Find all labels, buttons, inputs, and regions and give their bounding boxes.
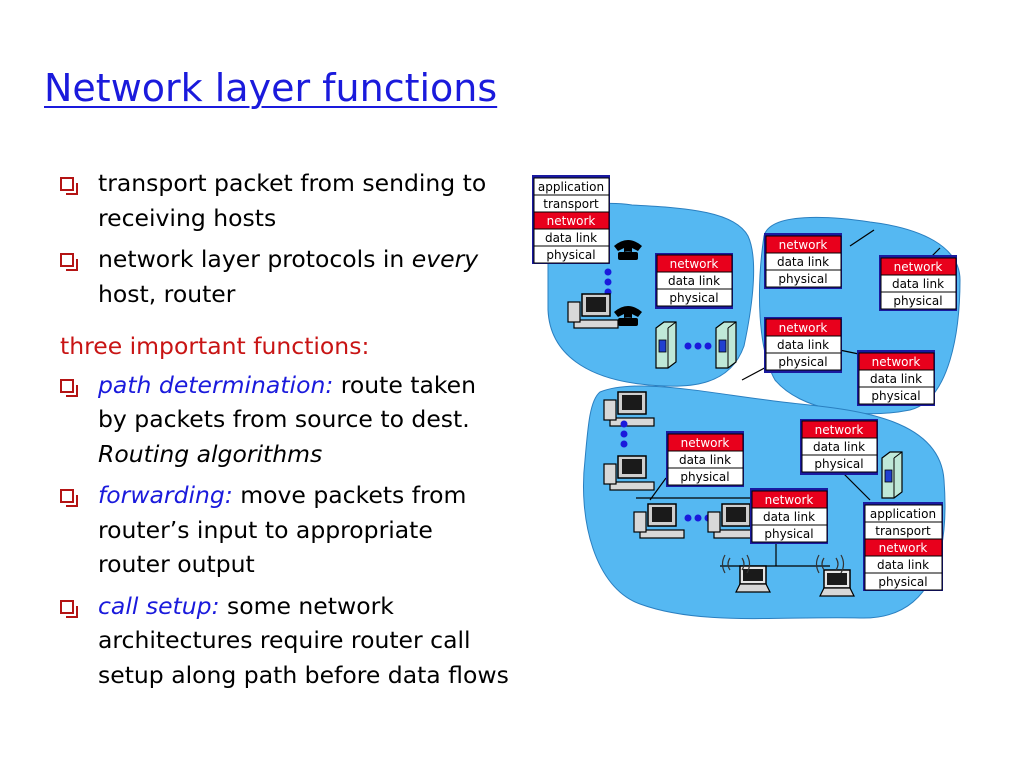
protocol-stack-host-destination: application transport network data link … xyxy=(863,502,943,591)
layer-label-physical: physical xyxy=(546,248,595,262)
layer-label-datalink: data link xyxy=(763,510,815,524)
protocol-stack-router-3: network data link physical xyxy=(879,255,957,311)
function-text: some network architectures require route… xyxy=(98,591,509,689)
function-text: move packets from router’s input to appr… xyxy=(98,481,467,578)
function-term: forwarding: xyxy=(98,481,233,509)
bullet-emphasis: every xyxy=(411,245,479,273)
function-item-call-setup: call setup: some network architectures r… xyxy=(60,589,510,693)
page-title: Network layer functions xyxy=(44,66,498,110)
subheading: three important functions: xyxy=(60,332,370,360)
layer-label-datalink: data link xyxy=(813,440,865,454)
checkbox-bullet-icon xyxy=(60,177,78,195)
checkbox-bullet-icon xyxy=(60,599,78,618)
protocol-stack-router-8: network data link physical xyxy=(750,488,828,544)
protocol-stack-host-source: application transport network data link … xyxy=(532,175,610,264)
layer-label-datalink: data link xyxy=(777,338,829,352)
bullet-text: transport packet from sending to receivi… xyxy=(98,169,487,232)
bullet-item-protocols: network layer protocols in every host, r… xyxy=(60,242,510,311)
layer-label-datalink: data link xyxy=(892,277,944,291)
function-text: route taken by packets from source to de… xyxy=(98,370,477,434)
checkbox-bullet-icon xyxy=(60,378,78,397)
laptop-icon xyxy=(819,569,855,597)
layer-label-datalink: data link xyxy=(679,453,731,467)
server-tower-icon xyxy=(881,451,903,499)
layer-label-datalink: data link xyxy=(668,274,720,288)
layer-label-physical: physical xyxy=(778,272,827,286)
ellipsis-dots-icon xyxy=(620,420,628,448)
layer-label-network: network xyxy=(894,260,943,274)
checkbox-bullet-icon xyxy=(60,489,78,507)
layer-label-physical: physical xyxy=(778,355,827,369)
server-tower-icon xyxy=(715,321,737,369)
protocol-stack-router-4: network data link physical xyxy=(764,317,842,373)
layer-label-network: network xyxy=(879,541,928,555)
layer-label-network: network xyxy=(872,355,921,369)
function-item-forwarding: forwarding: move packets from router’s i… xyxy=(60,478,510,582)
ellipsis-dots-icon xyxy=(604,268,612,296)
protocol-stack-router-1: network data link physical xyxy=(655,253,733,309)
layer-label-network: network xyxy=(765,493,814,507)
layer-label-physical: physical xyxy=(878,575,927,589)
bullet-text: host, router xyxy=(98,279,236,308)
function-term: call setup: xyxy=(98,591,220,620)
layer-label-physical: physical xyxy=(680,470,729,484)
layer-label-transport: transport xyxy=(543,197,599,211)
layer-label-datalink: data link xyxy=(870,372,922,386)
layer-label-physical: physical xyxy=(893,294,942,308)
layer-label-physical: physical xyxy=(871,389,920,403)
ellipsis-dots-icon xyxy=(684,342,712,350)
bullet-item-transport: transport packet from sending to receivi… xyxy=(60,166,510,235)
layer-label-datalink: data link xyxy=(545,231,597,245)
layer-label-transport: transport xyxy=(875,524,931,538)
layer-label-datalink: data link xyxy=(877,558,929,572)
laptop-icon xyxy=(735,565,771,593)
layer-label-physical: physical xyxy=(764,527,813,541)
function-emphasis: Routing algorithms xyxy=(98,439,323,468)
bullet-text: network layer protocols in xyxy=(98,245,412,273)
layer-label-network: network xyxy=(670,257,719,271)
protocol-stack-router-2: network data link physical xyxy=(764,233,842,289)
layer-label-network: network xyxy=(815,423,864,437)
function-term: path determination: xyxy=(98,370,334,399)
checkbox-bullet-icon xyxy=(60,253,78,271)
protocol-stack-router-5: network data link physical xyxy=(857,350,935,406)
layer-label-application: application xyxy=(870,507,936,521)
function-item-path-determination: path determination: route taken by packe… xyxy=(60,368,510,472)
layer-label-physical: physical xyxy=(669,291,718,305)
layer-label-network: network xyxy=(779,238,828,252)
bullet-list: transport packet from sending to receivi… xyxy=(60,166,510,699)
server-tower-icon xyxy=(655,321,677,369)
layer-label-physical: physical xyxy=(814,457,863,471)
layer-label-datalink: data link xyxy=(777,255,829,269)
telephone-icon xyxy=(614,240,642,260)
layer-label-application: application xyxy=(538,180,604,194)
layer-label-network: network xyxy=(681,436,730,450)
layer-label-network: network xyxy=(547,214,596,228)
protocol-stack-router-7: network data link physical xyxy=(800,419,878,475)
layer-label-network: network xyxy=(779,321,828,335)
protocol-stack-router-6: network data link physical xyxy=(666,431,744,487)
